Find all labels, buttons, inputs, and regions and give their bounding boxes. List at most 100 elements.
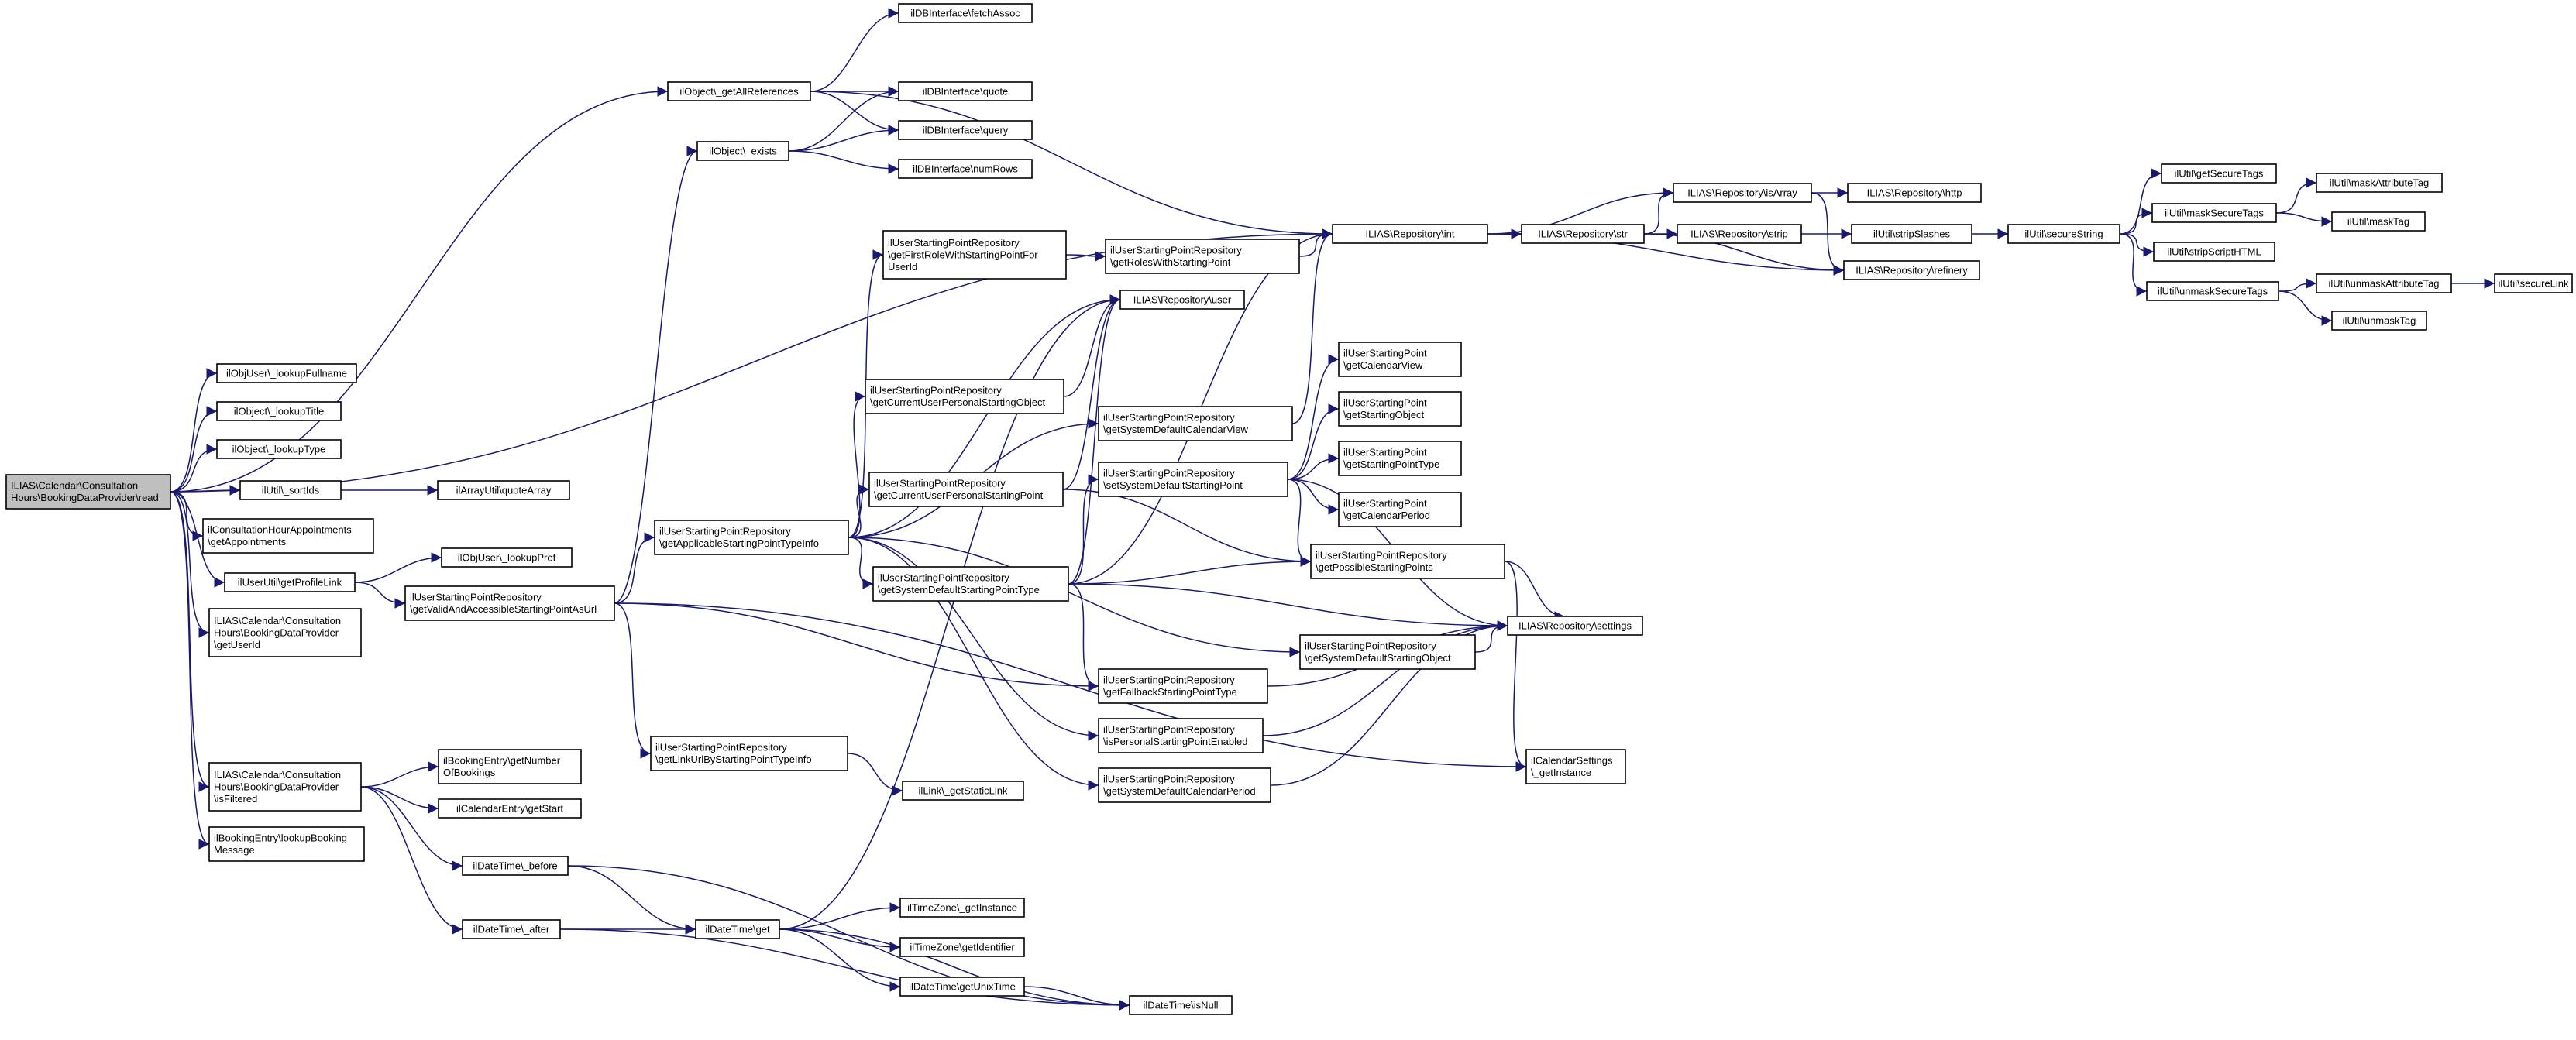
node-box — [438, 749, 582, 784]
node-getFallback[interactable]: ilUserStartingPointRepository\getFallbac… — [1098, 668, 1268, 704]
edge-getCurrentPoint-to-getPossible — [1062, 489, 1312, 567]
node-getProfileLink[interactable]: ilUserUtil\getProfileLink — [224, 572, 356, 592]
node-getPossible[interactable]: ilUserStartingPointRepository\getPossibl… — [1310, 544, 1505, 579]
node-box — [1338, 342, 1462, 377]
node-box — [462, 919, 561, 939]
node-label-line: \getRolesWithStartingPoint — [1110, 256, 1231, 268]
node-label-line: \setSystemDefaultStartingPoint — [1103, 479, 1243, 491]
edge-unmaskSecureTags-to-unmaskAttributeTag — [2278, 278, 2317, 292]
node-unmaskTag[interactable]: ilUtil\unmaskTag — [2331, 311, 2427, 331]
node-query[interactable]: ilDBInterface\query — [898, 120, 1033, 140]
node-refinery[interactable]: ILIAS\Repository\refinery — [1843, 260, 1980, 280]
edge-getApplicable-to-isPersonal — [848, 537, 1099, 741]
node-stripScriptHTML[interactable]: ilUtil\stripScriptHTML — [2153, 242, 2275, 262]
node-read[interactable]: ILIAS\Calendar\ConsultationHours\Booking… — [5, 474, 171, 510]
node-lookupPref[interactable]: ilObjUser\_lookupPref — [441, 547, 573, 568]
node-getCurrentPoint[interactable]: ilUserStartingPointRepository\getCurrent… — [868, 472, 1064, 507]
node-label-line: ilObject\_lookupType — [232, 443, 326, 455]
edge-setSysDefPoint-to-spObject — [1287, 403, 1340, 480]
node-maskSecureTags[interactable]: ilUtil\maskSecureTags — [2151, 203, 2277, 223]
edge-getSysDefType-to-getPossible — [1068, 556, 1312, 585]
node-spType[interactable]: ilUserStartingPoint\getStartingPointType — [1338, 441, 1462, 476]
node-label-line: ilUserStartingPointRepository — [874, 478, 1006, 489]
node-setSysDefPoint[interactable]: ilUserStartingPointRepository\setSystemD… — [1098, 462, 1288, 497]
node-label-line: ilUserStartingPointRepository — [1110, 245, 1242, 256]
node-label-line: UserId — [888, 261, 917, 273]
node-getLinkUrl[interactable]: ilUserStartingPointRepository\getLinkUrl… — [650, 736, 848, 771]
node-label-line: \_getInstance — [1531, 767, 1591, 778]
node-secureLink[interactable]: ilUtil\secureLink — [2494, 273, 2573, 293]
node-box — [202, 518, 374, 554]
node-unmaskAttributeTag[interactable]: ilUtil\unmaskAttributeTag — [2316, 273, 2452, 293]
node-isPersonal[interactable]: ilUserStartingPointRepository\isPersonal… — [1098, 718, 1264, 753]
node-str[interactable]: ILIAS\Repository\str — [1521, 224, 1645, 244]
node-getFirstRole[interactable]: ilUserStartingPointRepository\getFirstRo… — [882, 230, 1067, 280]
node-maskTag[interactable]: ilUtil\maskTag — [2331, 211, 2426, 232]
node-http[interactable]: ILIAS\Repository\http — [1847, 183, 1982, 203]
node-getApplicable[interactable]: ilUserStartingPointRepository\getApplica… — [654, 520, 849, 555]
node-settings[interactable]: ILIAS\Repository\settings — [1507, 616, 1643, 636]
node-label-line: ilUtil\maskSecureTags — [2165, 207, 2264, 218]
node-spPeriod[interactable]: ilUserStartingPoint\getCalendarPeriod — [1338, 492, 1462, 527]
node-label-line: ILIAS\Calendar\Consultation — [214, 769, 341, 781]
node-secureString[interactable]: ilUtil\secureString — [2007, 224, 2120, 244]
node-getAllRefs[interactable]: ilObject\_getAllReferences — [667, 81, 811, 101]
node-getSysDefPeriod[interactable]: ilUserStartingPointRepository\getSystemD… — [1098, 767, 1271, 803]
edge-str-to-refinery — [1643, 233, 1845, 276]
node-label-line: ilDateTime\get — [705, 923, 770, 935]
node-getSysDefType[interactable]: ilUserStartingPointRepository\getSystemD… — [872, 566, 1069, 602]
node-isNull[interactable]: ilDateTime\isNull — [1129, 995, 1233, 1015]
node-numRows[interactable]: ilDBInterface\numRows — [898, 159, 1033, 179]
node-label-line: Message — [214, 844, 255, 856]
node-getRolesWith[interactable]: ilUserStartingPointRepository\getRolesWi… — [1105, 239, 1300, 274]
node-getStaticLink[interactable]: ilLink\_getStaticLink — [902, 781, 1024, 801]
node-sortIds[interactable]: ilUtil\_sortIds — [239, 480, 342, 500]
node-after[interactable]: ilDateTime\_after — [462, 919, 561, 939]
node-getAppointments[interactable]: ilConsultationHourAppointments\getAppoin… — [202, 518, 374, 554]
node-getSecureTags[interactable]: ilUtil\getSecureTags — [2161, 163, 2277, 184]
node-label-line: \getCalendarPeriod — [1343, 510, 1430, 521]
node-calSettings[interactable]: ilCalendarSettings\_getInstance — [1525, 749, 1626, 784]
node-box — [438, 798, 582, 819]
node-getUnixTime[interactable]: ilDateTime\getUnixTime — [899, 977, 1025, 997]
node-quoteArray[interactable]: ilArrayUtil\quoteArray — [437, 480, 570, 500]
node-dtGet[interactable]: ilDateTime\get — [695, 919, 780, 939]
node-getCurrentObj[interactable]: ilUserStartingPointRepository\getCurrent… — [865, 379, 1064, 414]
node-stripSlashes[interactable]: ilUtil\stripSlashes — [1851, 224, 1972, 244]
node-label-line: ilObject\_getAllReferences — [679, 85, 799, 97]
node-spObject[interactable]: ilUserStartingPoint\getStartingObject — [1338, 391, 1462, 427]
node-maskAttributeTag[interactable]: ilUtil\maskAttributeTag — [2316, 173, 2443, 193]
node-lookupType[interactable]: ilObject\_lookupType — [216, 439, 342, 459]
node-isArray[interactable]: ILIAS\Repository\isArray — [1673, 183, 1812, 203]
node-getUserId[interactable]: ILIAS\Calendar\ConsultationHours\Booking… — [208, 608, 362, 657]
node-quote[interactable]: ilDBInterface\quote — [898, 81, 1033, 101]
edge-getSysDefType-to-setSysDefPoint — [1068, 474, 1099, 585]
node-strip[interactable]: ILIAS\Repository\strip — [1677, 224, 1802, 244]
node-label-line: \getSystemDefaultStartingObject — [1305, 652, 1451, 664]
node-before[interactable]: ilDateTime\_before — [462, 856, 569, 876]
node-label-line: ilBookingEntry\getNumber — [443, 755, 561, 767]
node-box — [1338, 492, 1462, 527]
node-tzInstance[interactable]: ilTimeZone\_getInstance — [899, 898, 1025, 918]
edge-getValidUrl-to-getFallback — [614, 602, 1099, 692]
node-lookupTitle[interactable]: ilObject\_lookupTitle — [216, 401, 342, 421]
node-exists[interactable]: ilObject\_exists — [696, 141, 789, 161]
node-label-line: ilDBInterface\fetchAssoc — [910, 7, 1020, 19]
node-getSysDefCalView[interactable]: ilUserStartingPointRepository\getSystemD… — [1098, 406, 1293, 441]
node-int[interactable]: ILIAS\Repository\int — [1332, 224, 1488, 244]
node-getSysDefObj[interactable]: ilUserStartingPointRepository\getSystemD… — [1299, 634, 1476, 670]
node-user[interactable]: ILIAS\Repository\user — [1119, 290, 1245, 310]
node-getValidUrl[interactable]: ilUserStartingPointRepository\getValidAn… — [404, 585, 615, 621]
node-box — [1521, 224, 1645, 244]
node-tzIdentifier[interactable]: ilTimeZone\getIdentifier — [899, 937, 1025, 957]
node-isFiltered[interactable]: ILIAS\Calendar\ConsultationHours\Booking… — [208, 762, 362, 812]
node-unmaskSecureTags[interactable]: ilUtil\unmaskSecureTags — [2146, 281, 2279, 301]
node-lookupFullname[interactable]: ilObjUser\_lookupFullname — [216, 363, 357, 383]
node-getStart[interactable]: ilCalendarEntry\getStart — [438, 798, 582, 819]
node-spCalView[interactable]: ilUserStartingPoint\getCalendarView — [1338, 342, 1462, 377]
node-label-line: ilUserStartingPoint — [1343, 348, 1427, 359]
node-fetchAssoc[interactable]: ilDBInterface\fetchAssoc — [898, 3, 1033, 23]
node-box — [2316, 173, 2443, 193]
